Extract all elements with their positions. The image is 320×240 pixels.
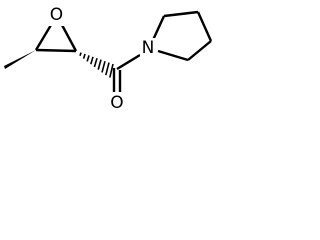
molecule-structure: O O N [4, 5, 213, 113]
epoxide-oxygen-label: O [50, 5, 63, 25]
carbonyl-oxygen-label: O [110, 93, 123, 113]
epoxide-c3-c2-bond [35, 48, 77, 53]
structure-canvas: O O N [0, 0, 216, 120]
ring-nitrogen-label: N [142, 38, 155, 58]
pyrrolidine-ca-cb-bond [163, 10, 199, 18]
pyrrolidine-cc-cd-bond [187, 40, 212, 61]
carbonyl-n-bond [116, 53, 141, 71]
epoxide-oxygen-bg [49, 6, 64, 26]
epoxide-c2-o-bond [60, 24, 78, 52]
epoxide-c3-o-bond [34, 24, 53, 51]
ring-nitrogen-bg [140, 38, 156, 58]
pyrrolidine-cb-cc-bond [196, 11, 213, 42]
methyl-wedge-bond [4, 50, 36, 69]
carbonyl-oxygen-bg [110, 92, 125, 112]
pyrrolidine-cd-n-bond [157, 49, 189, 62]
hashed-wedge-bond [79, 52, 114, 78]
pyrrolidine-n-ca-bond [151, 15, 166, 41]
